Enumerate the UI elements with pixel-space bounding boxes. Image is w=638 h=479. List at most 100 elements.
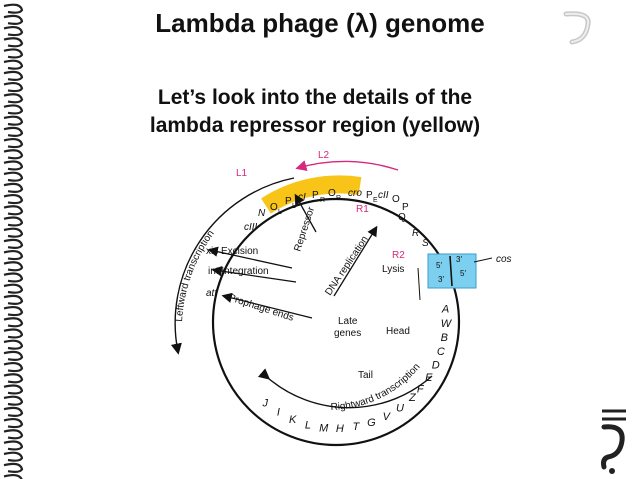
label-att: att bbox=[206, 288, 218, 299]
spiral-binding bbox=[3, 3, 24, 479]
spiral-coil bbox=[3, 361, 24, 373]
label-OL: O bbox=[270, 202, 278, 213]
gene-letter-right: B bbox=[441, 332, 448, 344]
gene-letter-right: C bbox=[437, 346, 445, 358]
gene-letter-right: A bbox=[441, 303, 449, 315]
genome-circle bbox=[211, 197, 461, 447]
label-cI: cI bbox=[298, 192, 306, 203]
spiral-coil bbox=[3, 305, 24, 317]
spiral-coil bbox=[3, 149, 24, 160]
label-gene-P: P bbox=[402, 202, 409, 213]
spiral-coil bbox=[3, 137, 24, 149]
arrow-xis bbox=[207, 246, 293, 269]
spiral-coil bbox=[3, 182, 24, 193]
spiral-coil bbox=[3, 205, 24, 216]
label-gene-N: N bbox=[258, 208, 266, 219]
label-cII: cII bbox=[378, 190, 389, 201]
corner-ornament-bottom bbox=[601, 409, 626, 474]
slide-subtitle: Let’s look into the details of the lambd… bbox=[60, 84, 570, 140]
spiral-coil bbox=[3, 294, 24, 305]
arrow-L2 bbox=[295, 160, 399, 172]
slide-title: Lambda phage (λ) genome bbox=[155, 8, 485, 38]
spiral-coil bbox=[3, 216, 24, 227]
arrow-repressor bbox=[294, 193, 317, 233]
label-OR-sub: R bbox=[336, 195, 341, 202]
gene-letter-bottom: Z bbox=[408, 392, 417, 404]
spiral-coil bbox=[3, 350, 24, 361]
label-lysis: Lysis bbox=[382, 264, 404, 275]
gene-letter-bottom: H bbox=[336, 423, 344, 435]
spiral-coil bbox=[3, 440, 24, 451]
label-cos: cos bbox=[496, 254, 512, 265]
label-cro: cro bbox=[348, 188, 362, 199]
label-gene-S: S bbox=[422, 238, 429, 249]
arrow-dna-replication bbox=[333, 225, 378, 297]
label-OL-sub: L bbox=[278, 209, 282, 216]
arrow-int bbox=[211, 265, 297, 283]
spiral-coil bbox=[3, 227, 24, 238]
label-L2: L2 bbox=[318, 150, 330, 161]
spiral-coil bbox=[3, 272, 24, 283]
spiral-coil bbox=[3, 406, 24, 417]
spiral-coil bbox=[3, 81, 24, 93]
gene-letter-bottom: K bbox=[289, 414, 297, 426]
arrow-rightward bbox=[257, 368, 433, 409]
label-cos-3a: 3′ bbox=[456, 255, 462, 264]
arrow-prophage bbox=[221, 292, 313, 319]
label-gene-R: R bbox=[412, 228, 419, 239]
gene-letter-right: F bbox=[417, 384, 425, 396]
label-xis-excision: xis Excision bbox=[206, 246, 258, 257]
label-PE-sub: E bbox=[373, 197, 378, 204]
spiral-coil bbox=[3, 48, 24, 59]
label-gene-O: O bbox=[392, 194, 400, 205]
label-tail: Tail bbox=[358, 370, 373, 381]
gene-letter-bottom: V bbox=[383, 411, 392, 423]
label-head: Head bbox=[386, 326, 410, 337]
corner-ornament-top bbox=[563, 11, 591, 45]
label-dna-replication: DNA replication bbox=[323, 234, 370, 298]
spiral-coil bbox=[3, 70, 24, 81]
label-PL-sub: L bbox=[292, 203, 296, 210]
spiral-coil bbox=[3, 25, 24, 37]
arrow-L1 bbox=[170, 177, 295, 355]
spiral-coil bbox=[3, 473, 23, 479]
label-gene-cIII: cIII bbox=[244, 222, 258, 233]
label-gene-Q: Q bbox=[398, 212, 406, 223]
cos-cut bbox=[449, 255, 453, 287]
gene-letter-bottom: U bbox=[396, 402, 404, 414]
spiral-coil bbox=[3, 417, 24, 429]
spiral-coil bbox=[3, 339, 24, 350]
spiral-coil bbox=[3, 395, 24, 406]
spiral-coil bbox=[3, 261, 24, 272]
spiral-coil bbox=[3, 93, 24, 104]
label-cos-5b: 5′ bbox=[460, 269, 466, 278]
spiral-coil bbox=[3, 451, 24, 462]
subtitle-line-1: Let’s look into the details of the bbox=[157, 86, 473, 109]
spiral-coil bbox=[3, 462, 24, 473]
spiral-coil bbox=[3, 3, 24, 14]
label-late-genes-2: genes bbox=[334, 328, 361, 339]
label-cos-3b: 3′ bbox=[438, 275, 444, 284]
repressor-region-highlight bbox=[261, 175, 362, 214]
spiral-coil bbox=[3, 126, 24, 137]
gene-letter-bottom: J bbox=[262, 397, 269, 409]
gene-letter-bottom: G bbox=[367, 417, 376, 429]
gene-letter-right: W bbox=[441, 318, 453, 330]
spiral-coil bbox=[3, 384, 24, 395]
spiral-coil bbox=[3, 429, 24, 440]
label-L1: L1 bbox=[236, 168, 248, 179]
spiral-coil bbox=[3, 115, 24, 126]
spiral-coil bbox=[3, 59, 24, 70]
label-PR-sub: R bbox=[320, 197, 325, 204]
label-late-genes-1: Late bbox=[338, 316, 358, 327]
spiral-coil bbox=[3, 171, 24, 182]
spiral-coil bbox=[3, 328, 24, 339]
spiral-coil bbox=[3, 37, 24, 48]
spiral-coil bbox=[3, 249, 24, 261]
cos-pointer bbox=[473, 257, 493, 263]
spiral-coil bbox=[3, 104, 24, 115]
gene-letter-bottom: L bbox=[305, 419, 311, 431]
